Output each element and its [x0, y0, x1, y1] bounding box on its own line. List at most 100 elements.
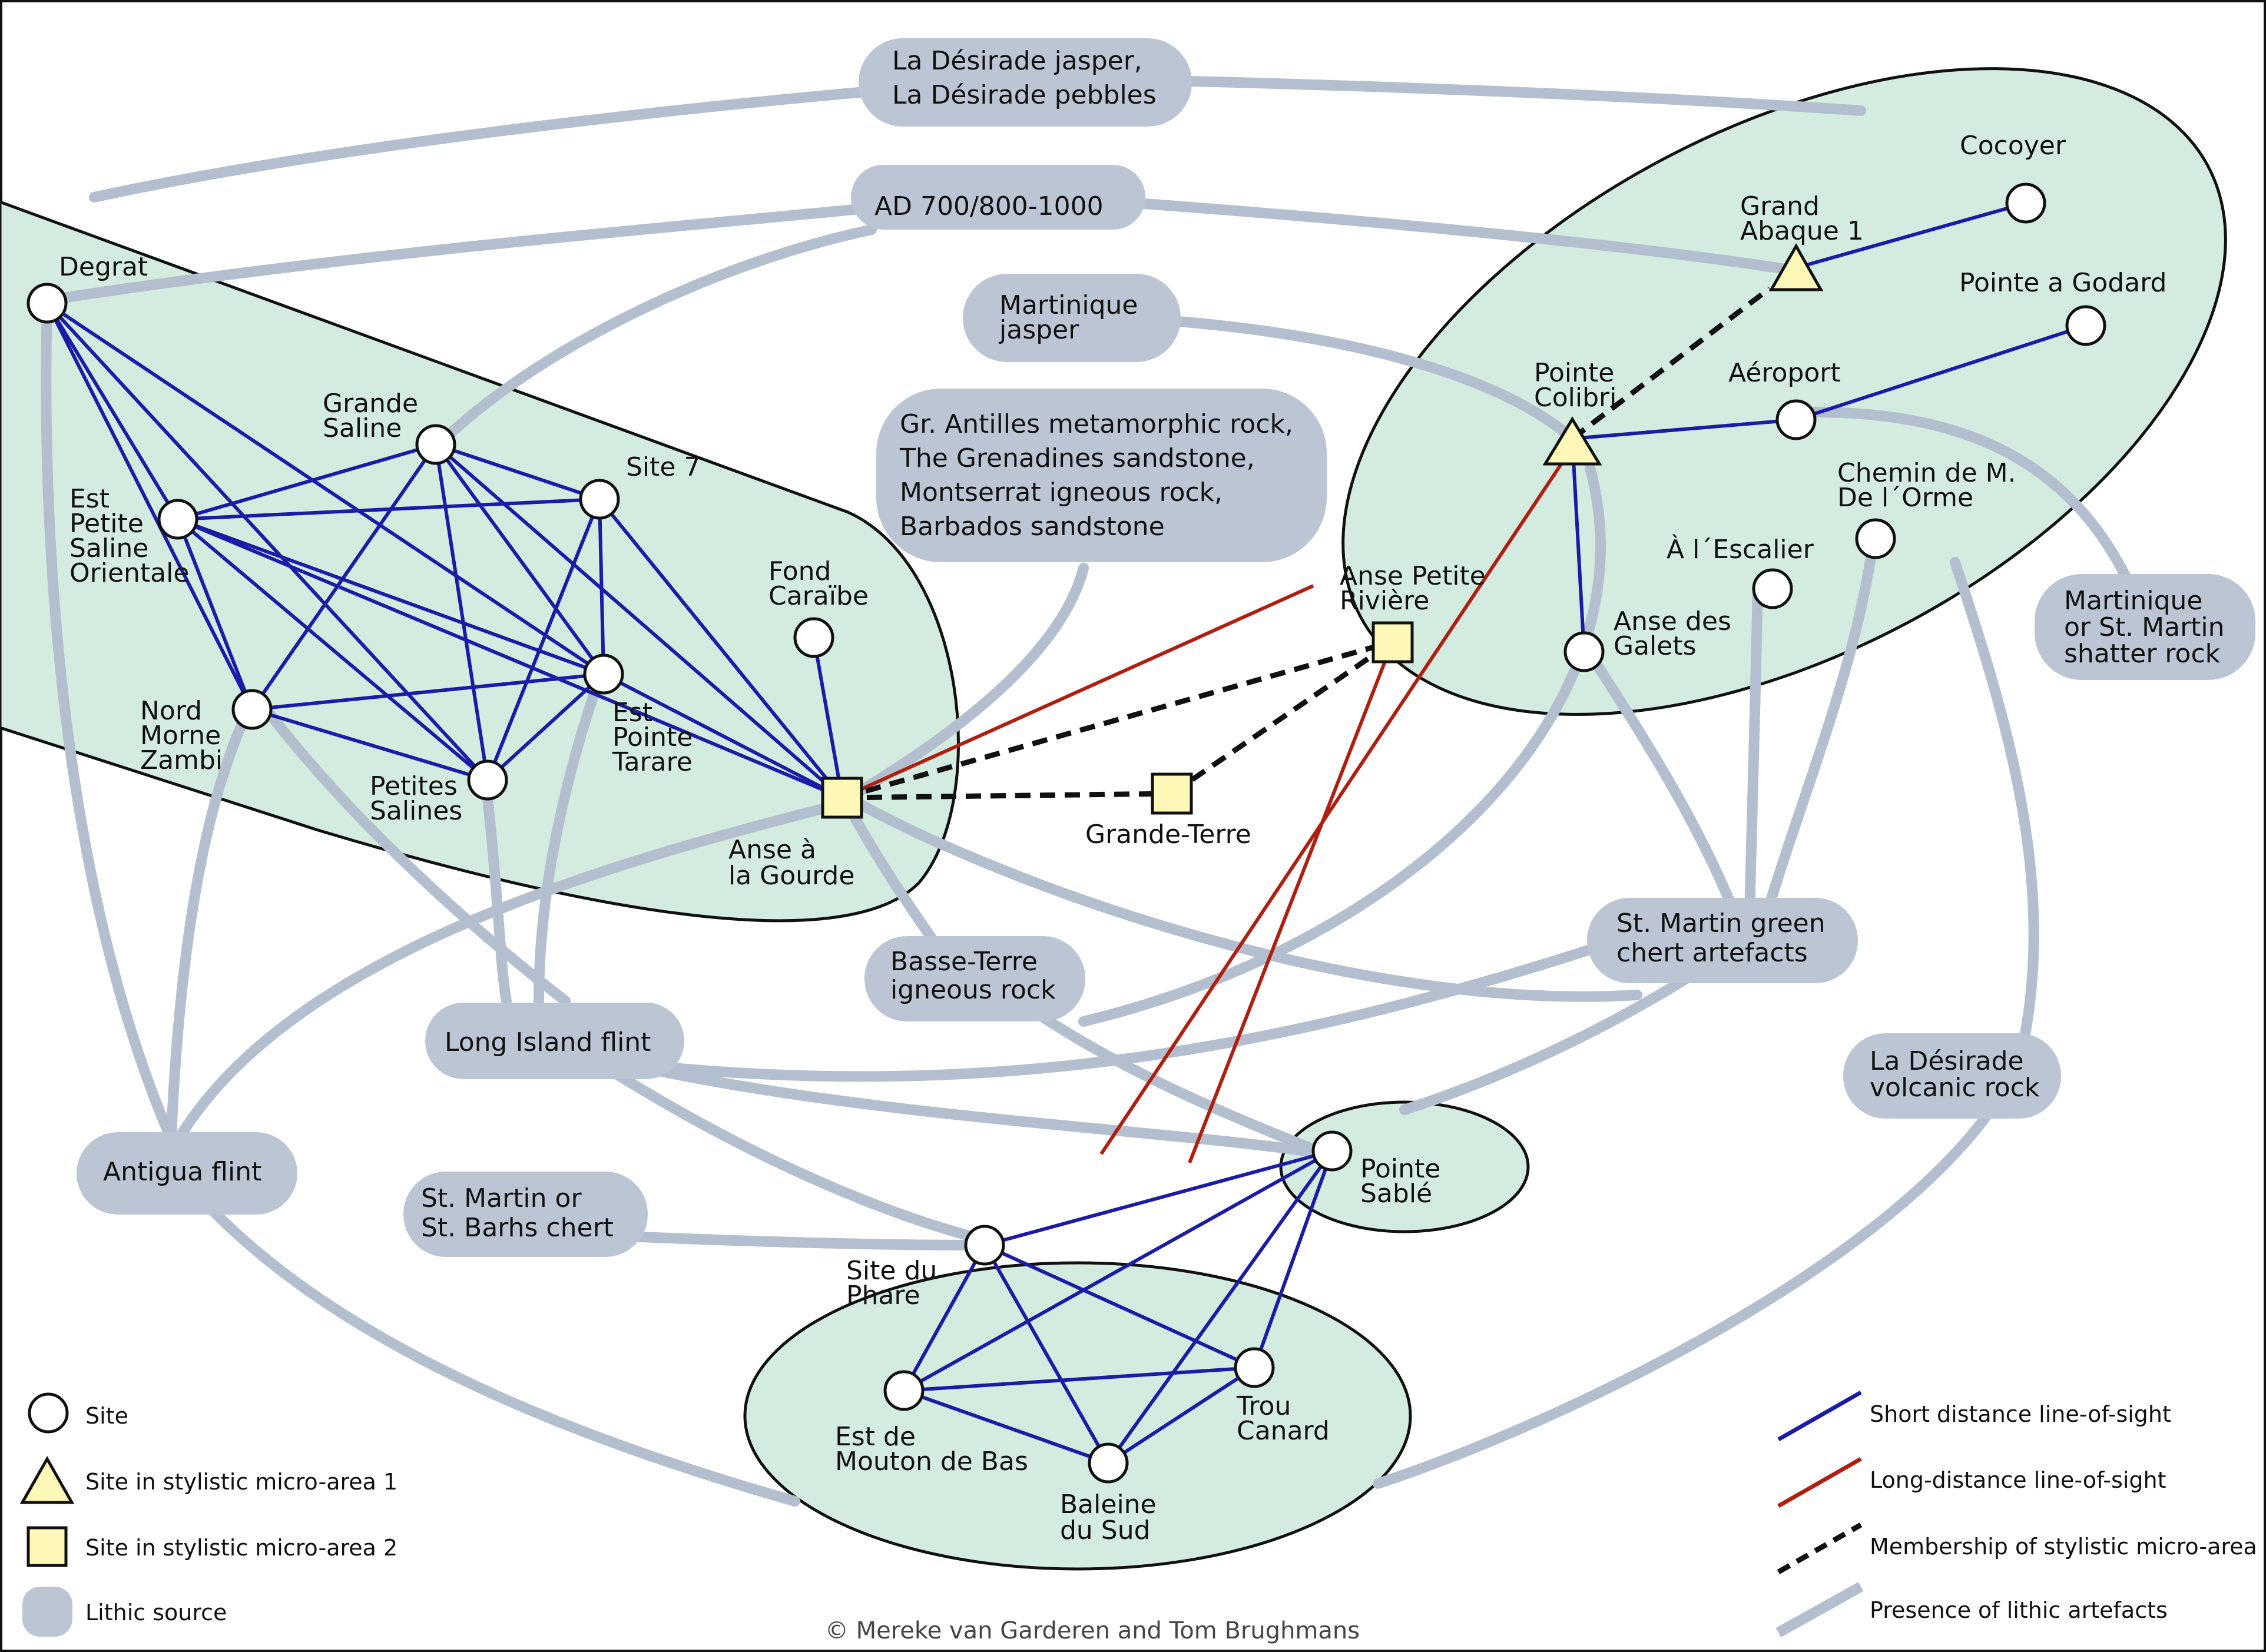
source-basse-terre-line: igneous rock: [890, 975, 1056, 1005]
site-est-pointe-tarare: [583, 653, 624, 695]
legend-short-line: [1777, 1390, 1862, 1442]
source-desirade-volcanic-line: volcanic rock: [1870, 1073, 2040, 1103]
legend-site-area1: Site in stylistic micro-area 1: [85, 1469, 397, 1495]
label-baleine-line: du Sud: [1060, 1515, 1151, 1545]
source-desirade-jasper: La Désirade jasper,La Désirade pebbles: [892, 46, 1157, 110]
source-ad-period-line: AD 700/800-1000: [874, 191, 1104, 221]
label-aeroport-line: Aéroport: [1728, 358, 1841, 388]
label-anse-galets-line: Anse des: [1614, 606, 1731, 636]
labels: La Désirade jasper,La Désirade pebblesAD…: [59, 46, 2225, 1545]
source-martinique-jasper-line: jasper: [999, 315, 1079, 345]
label-site-phare-line: Site du: [846, 1256, 937, 1286]
legend-long-line: [1777, 1457, 1862, 1508]
label-nord-morne-zambi-line: Morne: [140, 721, 221, 751]
label-baleine-line: Baleine: [1060, 1490, 1157, 1520]
label-grande-terre: Grande-Terre: [1085, 820, 1251, 850]
copyright: © Mereke van Garderen and Tom Brughmans: [825, 1617, 1360, 1644]
source-martinique-shatter-line: shatter rock: [2064, 639, 2221, 669]
label-anse-petite-riviere-line: Anse Petite: [1340, 561, 1486, 591]
label-nord-morne-zambi-line: Nord: [140, 696, 202, 726]
label-trou-canard-line: Canard: [1237, 1416, 1330, 1446]
label-escalier: À l´Escalier: [1667, 533, 1814, 565]
legend-site-icon: [28, 1392, 69, 1434]
legend-short-los: Short distance line-of-sight: [1870, 1401, 2171, 1427]
source-martinique-shatter-line: or St. Martin: [2064, 612, 2225, 642]
site-est-de-mouton: [883, 1370, 925, 1411]
label-petites-salines-line: Petites: [370, 771, 458, 801]
label-pointe-godard: Pointe a Godard: [1959, 268, 2166, 298]
label-anse-petite-riviere-line: Rivière: [1340, 586, 1429, 616]
legend-lithic-source: Lithic source: [85, 1600, 227, 1626]
site-baleine-du-sud: [1088, 1442, 1129, 1484]
source-st-martin-green-line: St. Martin green: [1616, 908, 1826, 938]
label-aeroport: Aéroport: [1728, 358, 1841, 388]
label-grande-terre-line: Grande-Terre: [1085, 820, 1251, 850]
label-grand-abaque-line: Grand: [1740, 191, 1820, 221]
micro-area-la-desirade: [1341, 67, 2227, 716]
lithic-source-pills: [77, 38, 2255, 1257]
label-trou-canard-line: Trou: [1236, 1391, 1291, 1421]
legend-presence: Presence of lithic artefacts: [1870, 1597, 2168, 1623]
label-chemin-line: De l´Orme: [1837, 483, 1973, 513]
site-grande-saline: [415, 424, 456, 465]
label-degrat: Degrat: [59, 252, 148, 282]
legend-membership: Membership of stylistic micro-area: [1870, 1534, 2257, 1560]
legend-site: Site: [85, 1403, 128, 1429]
label-pointe-sable-line: Sablé: [1360, 1179, 1432, 1209]
source-martinique-jasper-line: Martinique: [999, 290, 1138, 320]
source-st-martin-green-line: chert artefacts: [1616, 938, 1808, 968]
site-anse-des-galets: [1563, 631, 1605, 672]
micro-area-marie-galante: [743, 1261, 1412, 1571]
legend-lithic-icon: [22, 1587, 72, 1637]
label-est-pointe-tarare-line: Est: [612, 698, 652, 728]
source-antigua: Antigua flint: [103, 1157, 261, 1187]
label-est-mouton-line: Mouton de Bas: [835, 1447, 1028, 1477]
label-est-pointe-tarare-line: Tarare: [612, 747, 693, 777]
source-st-martin-barhs-line: St. Barhs chert: [421, 1213, 614, 1243]
membership-lines: [841, 286, 1771, 801]
label-grande-saline-line: Saline: [323, 413, 402, 443]
source-martinique-shatter-line: Martinique: [2064, 586, 2203, 616]
label-cocoyer: Cocoyer: [1960, 131, 2066, 161]
label-petites-salines-line: Salines: [370, 796, 462, 826]
site-fond-caraibe: [793, 617, 834, 658]
legend-markers: [19, 1390, 1864, 1637]
site-cocoyer: [2005, 183, 2046, 224]
source-long-island: Long Island flint: [445, 1027, 651, 1057]
triangle-pointe-colibri: [1542, 416, 1602, 466]
label-est-petite-saline-line: Petite: [69, 509, 144, 539]
triangle-grand-abaque: [1768, 243, 1824, 291]
long-distance-lines: [841, 446, 1574, 1164]
label-fond-caraibe-line: Fond: [768, 556, 831, 586]
label-pointe-sable-line: Pointe: [1360, 1154, 1440, 1184]
source-desirade-volcanic-line: La Désirade: [1870, 1046, 2024, 1076]
label-chemin: Chemin de M.De l´Orme: [1837, 458, 2016, 513]
label-grande-saline-line: Grande: [323, 389, 418, 419]
label-site7-line: Site 7: [626, 452, 700, 482]
site-7: [579, 479, 620, 520]
legend-long-los: Long-distance line-of-sight: [1870, 1467, 2166, 1493]
site-trou-canard: [1234, 1347, 1275, 1388]
label-nord-morne-zambi-line: Zambi: [140, 745, 223, 775]
label-site-phare-line: Phare: [846, 1281, 920, 1311]
short-distance-lines: [45, 201, 2086, 1465]
square-anse-gourde: [821, 777, 863, 819]
site-markers: [26, 183, 2106, 1484]
legend-presence-line: [1775, 1582, 1864, 1637]
label-pointe-colibri-line: Pointe: [1534, 358, 1614, 388]
legend-triangle-icon: [19, 1455, 75, 1504]
label-anse-gourde-line: Anse à: [728, 835, 816, 865]
source-basse-terre-line: Basse-Terre: [890, 947, 1038, 977]
source-desirade-jasper-line: La Désirade jasper,: [892, 46, 1142, 76]
site-chemin: [1855, 518, 1896, 559]
